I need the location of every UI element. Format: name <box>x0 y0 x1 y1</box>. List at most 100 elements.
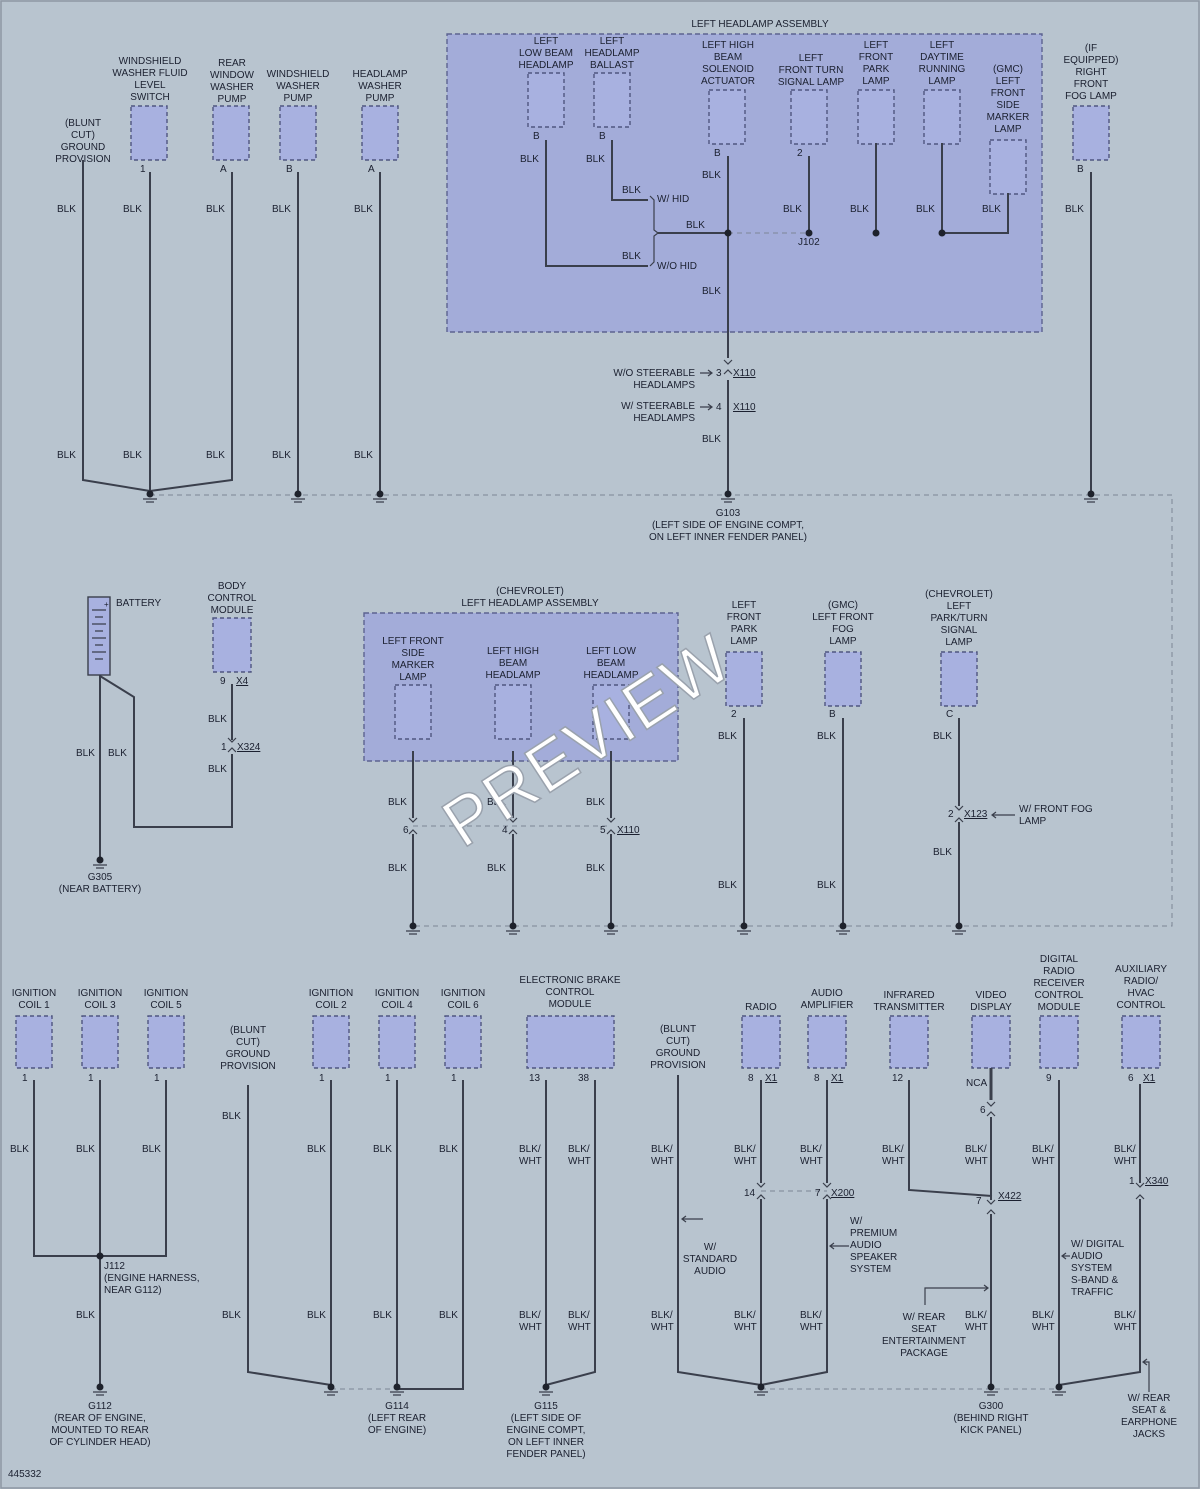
svg-text:BLK: BLK <box>817 880 836 891</box>
label-battery: BATTERY <box>116 598 162 609</box>
svg-text:BLK/WHT: BLK/WHT <box>568 1144 591 1167</box>
x200-connector-marks <box>756 1182 832 1200</box>
svg-text:BLK: BLK <box>817 731 836 742</box>
svg-text:BLK: BLK <box>586 154 605 165</box>
pin: B <box>286 164 293 175</box>
svg-text:7: 7 <box>976 1196 982 1207</box>
svg-text:BLK: BLK <box>718 731 737 742</box>
connector-x422: X422 <box>998 1191 1022 1202</box>
radio-box <box>741 1015 781 1069</box>
svg-text:BLK: BLK <box>10 1144 29 1155</box>
svg-text:BLK: BLK <box>222 1310 241 1321</box>
std-audio-arrow <box>681 1215 703 1223</box>
svg-text:12: 12 <box>892 1073 904 1084</box>
svg-text:7: 7 <box>815 1188 821 1199</box>
svg-text:BLK: BLK <box>487 797 506 808</box>
left-high-beam-solenoid-box <box>708 89 746 145</box>
ignition-coil-3-box <box>81 1015 119 1069</box>
svg-text:BLK: BLK <box>850 204 869 215</box>
svg-text:BLK: BLK <box>702 170 721 181</box>
svg-text:BLK/WHT: BLK/WHT <box>882 1144 905 1167</box>
auxiliary-radio-box <box>1121 1015 1161 1069</box>
pin: B <box>599 131 606 142</box>
pin: 2 <box>948 809 954 820</box>
wire-blunt2 <box>247 1085 332 1386</box>
pin: 2 <box>797 148 803 159</box>
svg-text:BLK/WHT: BLK/WHT <box>1032 1310 1055 1333</box>
svg-text:8: 8 <box>748 1073 754 1084</box>
pin: 3 <box>716 368 722 379</box>
pin: B <box>829 709 836 720</box>
pin: C <box>946 709 953 720</box>
svg-text:BLK: BLK <box>206 204 225 215</box>
svg-text:BLK: BLK <box>1065 204 1084 215</box>
pin: B <box>1077 164 1084 175</box>
pin: 4 <box>502 825 508 836</box>
pin: 6 <box>403 825 409 836</box>
left-drl-box <box>923 89 961 145</box>
wire-battery-bcm <box>99 675 233 828</box>
connector-x1: X1 <box>765 1073 778 1084</box>
j102-dot <box>805 229 813 237</box>
video-display-box <box>971 1015 1011 1069</box>
svg-text:1: 1 <box>154 1073 160 1084</box>
ignition-coil-6-box <box>444 1015 482 1069</box>
svg-text:BLK: BLK <box>307 1144 326 1155</box>
ground-symbols-row3 <box>93 1383 1066 1396</box>
svg-text:BLK: BLK <box>76 1144 95 1155</box>
x324-connector-mark <box>227 737 237 753</box>
svg-text:BLK: BLK <box>487 863 506 874</box>
wire-blunt3 <box>677 1075 762 1386</box>
audio-amplifier-box <box>807 1015 847 1069</box>
ground-symbols-row2 <box>93 856 966 935</box>
chev-side-marker-box <box>394 684 432 740</box>
gmc-fog-box <box>824 651 862 707</box>
svg-text:BLK/WHT: BLK/WHT <box>1114 1310 1137 1333</box>
wire-amp <box>760 1080 828 1386</box>
svg-text:BLK: BLK <box>222 1111 241 1122</box>
svg-text:BLK: BLK <box>586 797 605 808</box>
pin: 1 <box>221 742 227 753</box>
headlamp-washer-pump-box <box>361 105 399 161</box>
splice-dot <box>938 229 946 237</box>
svg-text:BLK/WHT: BLK/WHT <box>965 1144 988 1167</box>
svg-text:BLK: BLK <box>702 434 721 445</box>
svg-text:BLK: BLK <box>933 731 952 742</box>
bcm-box <box>212 617 252 673</box>
splice-j112-label: J112(ENGINE HARNESS,NEAR G112) <box>104 1261 200 1296</box>
right-front-fog-box <box>1072 105 1110 161</box>
svg-text:BLK: BLK <box>57 450 76 461</box>
infrared-transmitter-box <box>889 1015 929 1069</box>
svg-text:BLK: BLK <box>142 1144 161 1155</box>
chevrolet-assembly-title: (CHEVROLET)LEFT HEADLAMP ASSEMBLY <box>461 586 599 609</box>
steerable-arrows <box>700 369 713 411</box>
splice-dot <box>724 229 732 237</box>
chev-high-beam-box <box>494 684 532 740</box>
wire-blunt1 <box>82 160 151 492</box>
svg-text:BLK: BLK <box>76 1310 95 1321</box>
svg-text:BLK/WHT: BLK/WHT <box>651 1144 674 1167</box>
connector-x110: X110 <box>733 402 756 413</box>
fog-arrow <box>991 811 1015 819</box>
left-low-beam-box <box>527 72 565 128</box>
note-without-hid: W/O HID <box>657 261 697 272</box>
svg-text:BLK: BLK <box>933 847 952 858</box>
left-headlamp-assembly-title: LEFT HEADLAMP ASSEMBLY <box>691 19 829 30</box>
left-front-park-box <box>857 89 895 145</box>
connector-x340: X340 <box>1145 1176 1169 1187</box>
svg-text:BLK: BLK <box>108 748 127 759</box>
svg-text:BLK: BLK <box>686 220 705 231</box>
